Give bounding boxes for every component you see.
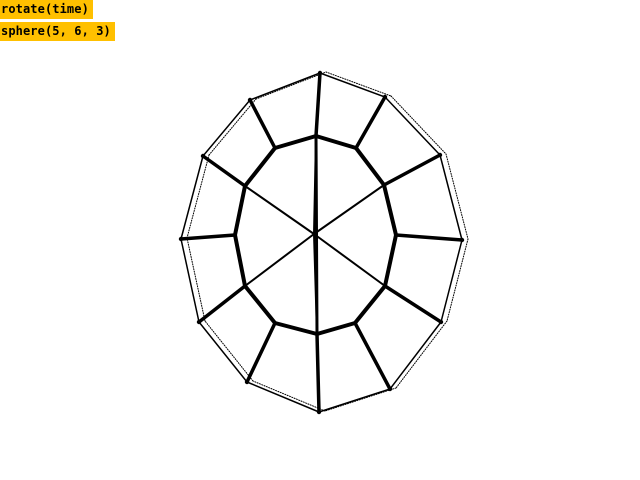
wire-radial <box>314 71 322 138</box>
wire-inner-ring <box>243 284 277 325</box>
wire-silhouette <box>252 380 326 412</box>
wire-inner-ring <box>273 134 318 150</box>
wire-spoke <box>244 233 315 287</box>
wire-inner-ring <box>314 134 358 150</box>
wire-silhouette <box>186 237 206 322</box>
wire-vertex <box>196 319 202 325</box>
wire-vertex <box>437 152 443 158</box>
wire-silhouette <box>390 95 447 155</box>
wire-outer-ring <box>198 321 248 383</box>
wire-inner-ring <box>273 321 319 336</box>
wire-outer-ring <box>180 155 204 240</box>
wire-silhouette <box>255 71 327 100</box>
wire-inner-ring <box>243 146 277 188</box>
wire-silhouette <box>395 320 448 389</box>
wire-vertex <box>438 319 444 325</box>
wire-outer-ring <box>389 321 442 390</box>
wire-inner-ring <box>233 184 247 237</box>
wire-silhouette <box>186 154 210 239</box>
wire-vertex <box>387 386 393 392</box>
wire-vertex <box>316 409 322 415</box>
wire-silhouette <box>325 71 392 97</box>
wire-outer-ring <box>246 381 320 413</box>
wire-outer-ring <box>439 154 463 241</box>
wire-vertex <box>459 237 465 243</box>
wire-silhouette <box>446 238 469 322</box>
wire-radial <box>394 233 464 242</box>
wire-outer-ring <box>180 238 200 323</box>
wire-inner-ring <box>383 233 398 288</box>
wire-silhouette <box>445 153 469 240</box>
wire-radial <box>245 321 277 384</box>
wire-outer-ring <box>319 72 386 98</box>
wire-vertex <box>200 153 206 159</box>
wire-vertex <box>317 70 323 76</box>
wire-radial <box>197 284 247 324</box>
wire-radial <box>315 332 321 414</box>
wire-outer-ring <box>384 96 441 156</box>
wire-outer-ring <box>318 388 391 413</box>
wire-silhouette <box>208 98 257 156</box>
wire-radial <box>383 284 443 324</box>
wire-inner-ring <box>353 284 387 325</box>
wire-radial <box>353 321 392 391</box>
wireframe-lines <box>178 70 469 415</box>
wire-outer-ring <box>202 99 251 157</box>
wire-silhouette <box>204 320 254 382</box>
code-line-rotate[interactable]: rotate(time) <box>0 0 93 19</box>
wire-radial <box>354 95 387 150</box>
wire-radial <box>248 98 277 150</box>
wire-outer-ring <box>249 72 321 101</box>
wire-inner-ring <box>382 183 398 237</box>
wire-radial <box>201 154 247 188</box>
wire-vertex <box>178 236 184 242</box>
wire-spoke <box>313 184 385 235</box>
wire-inner-ring <box>233 233 247 288</box>
wire-meridian <box>314 134 319 336</box>
wire-spoke <box>244 185 315 235</box>
wire-inner-ring <box>315 321 357 336</box>
wire-inner-ring <box>354 146 386 187</box>
wire-vertex <box>244 379 250 385</box>
wire-vertex <box>247 97 253 103</box>
wire-radial <box>382 153 442 187</box>
wire-outer-ring <box>440 239 463 323</box>
wire-silhouette <box>324 387 397 412</box>
wire-spoke <box>313 233 386 287</box>
wire-vertex <box>382 94 388 100</box>
wire-radial <box>179 233 237 241</box>
code-line-sphere[interactable]: sphere(5, 6, 3) <box>0 22 115 41</box>
code-overlay: rotate(time) sphere(5, 6, 3) <box>0 0 115 41</box>
